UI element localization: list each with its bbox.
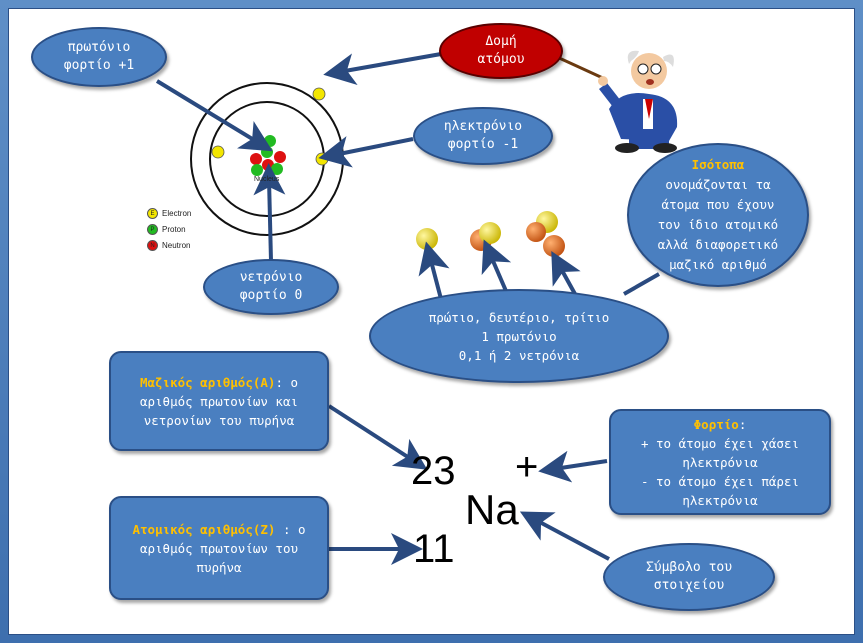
mass-number-line2: νετρονίων του πυρήνα (143, 412, 295, 428)
atomic-number-title: Ατομικός αριθμός(Ζ) (132, 521, 276, 537)
electron-bubble: ηλεκτρόνιο φορτίο -1 (413, 107, 553, 165)
symbol-line1: Σύμβολο του (645, 560, 733, 575)
hydrogen-line2: 1 πρωτόνιο (481, 328, 557, 344)
charge-heading: Φορτίο: (694, 415, 747, 434)
legend-proton-label: Proton (162, 225, 186, 234)
legend-electron: E Electron (147, 208, 191, 219)
isotopes-line2: άτομα που έχουν (661, 197, 775, 212)
legend-proton: P Proton (147, 224, 186, 235)
proton-line1: πρωτόνιο (67, 40, 131, 55)
charge-line1: + το άτομο έχει χάσει (640, 435, 800, 451)
mass-number-heading: Μαζικός αριθμός(Α): ο (140, 373, 298, 392)
structure-title-bubble: Δομή ατόμου (439, 23, 563, 79)
atomic-number-line2: πυρήνα (196, 559, 242, 575)
hydrogen-line3: 0,1 ή 2 νετρόνια (458, 347, 580, 363)
symbol-line2: στοιχείου (653, 578, 725, 593)
legend-electron-label: Electron (162, 209, 192, 218)
symbol-bubble: Σύμβολο του στοιχείου (603, 543, 775, 611)
atomic-number-box: Ατομικός αριθμός(Ζ) : ο αριθμός πρωτονίω… (109, 496, 329, 600)
atomic-number-line1: αριθμός πρωτονίων του (139, 540, 299, 556)
charge-title: Φορτίο (693, 416, 739, 432)
legend-neutron-label: Neutron (162, 241, 191, 250)
mass-number-box: Μαζικός αριθμός(Α): ο αριθμός πρωτονίων … (109, 351, 329, 451)
electron-dot-icon: E (147, 208, 158, 219)
nucleus-label: Nucleus (254, 176, 280, 183)
hydrogen-isotopes (416, 211, 565, 257)
charge-line3: - το άτομο έχει πάρει (640, 473, 800, 489)
element-symbol: Na (465, 486, 519, 533)
electron-line2: φορτίο -1 (447, 137, 519, 152)
charge-colon: : (738, 416, 747, 432)
charge-sign: + (515, 445, 539, 489)
proton-line2: φορτίο +1 (63, 58, 135, 73)
structure-title-line1: Δομή (485, 34, 517, 49)
isotopes-line5: μαζικό αριθμό (669, 257, 767, 272)
professor-illustration (556, 50, 678, 153)
isotopes-line1: ονομάζονται τα (665, 177, 771, 192)
electron-line1: ηλεκτρόνιο (443, 119, 523, 134)
isotopes-bubble: Ισότοπα ονομάζονται τα άτομα που έχουν τ… (627, 143, 809, 287)
hydrogen-isotopes-bubble: πρώτιο, δευτέριο, τρίτιο 1 πρωτόνιο 0,1 … (369, 289, 669, 383)
neutron-line2: φορτίο 0 (239, 288, 303, 303)
charge-line4: ηλεκτρόνια (682, 492, 758, 508)
isotopes-line3: τον ίδιο ατομικό (657, 217, 779, 232)
charge-box: Φορτίο: + το άτομο έχει χάσει ηλεκτρόνια… (609, 409, 831, 515)
atomic-number-value: 11 (413, 527, 455, 571)
neutron-line1: νετρόνιο (239, 270, 303, 285)
atomic-number-heading: Ατομικός αριθμός(Ζ) : ο (132, 520, 305, 539)
isotopes-title: Ισότοπα (691, 157, 745, 172)
atom-model (190, 82, 344, 236)
mass-number-rest: : ο (275, 374, 299, 390)
mass-number-value: 23 (411, 449, 456, 493)
hydrogen-line1: πρώτιο, δευτέριο, τρίτιο (428, 309, 610, 325)
charge-line2: ηλεκτρόνια (682, 454, 758, 470)
isotopes-line4: αλλά διαφορετικό (657, 237, 779, 252)
diagram-graphics (155, 50, 678, 565)
neutron-dot-icon: N (147, 240, 158, 251)
legend-neutron: N Neutron (147, 240, 190, 251)
slide: E Electron P Proton N Neutron Nucleus Δο… (8, 8, 855, 635)
mass-number-title: Μαζικός αριθμός(Α) (139, 374, 276, 390)
atomic-number-rest: : ο (275, 521, 306, 537)
mass-number-line1: αριθμός πρωτονίων και (139, 393, 299, 409)
proton-dot-icon: P (147, 224, 158, 235)
structure-title-line2: ατόμου (477, 52, 525, 67)
neutron-bubble: νετρόνιο φορτίο 0 (203, 259, 339, 315)
proton-bubble: πρωτόνιο φορτίο +1 (31, 27, 167, 87)
